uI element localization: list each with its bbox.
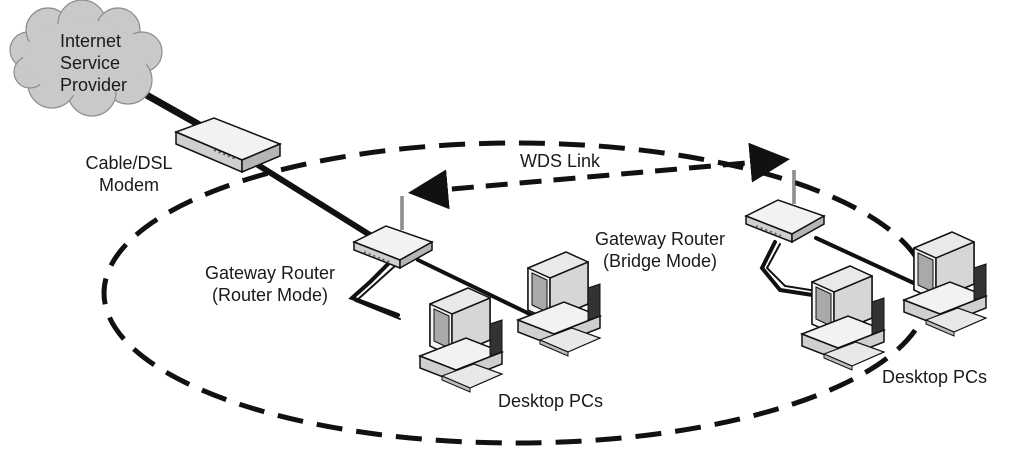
pcs-right-label: Desktop PCs [882, 367, 988, 387]
router-left-label: Gateway Router (Router Mode) [200, 262, 340, 306]
isp-label-line3: Provider [60, 75, 128, 95]
double-arrow-icon [408, 142, 790, 210]
pcs-left-label: Desktop PCs [498, 391, 604, 411]
router-icon [744, 168, 826, 244]
modem-label-line1: Cable/DSL [85, 153, 173, 173]
cloud-icon [9, 0, 163, 117]
modem-label-line2: Modem [98, 175, 160, 195]
desktop-pc-icon [903, 231, 987, 337]
modem-label: Cable/DSL Modem [84, 152, 174, 196]
desktop-pc-icon [801, 265, 885, 371]
desktop-pc-icon [419, 287, 503, 393]
router-left-line2: (Router Mode) [211, 285, 329, 305]
wds-link-label: WDS Link [520, 151, 601, 171]
isp-label-line1: Internet [60, 31, 122, 51]
router-left-line1: Gateway Router [204, 263, 336, 283]
router-right-line2: (Bridge Mode) [602, 251, 718, 271]
router-right-label: Gateway Router (Bridge Mode) [590, 228, 730, 272]
desktop-pc-icon [517, 251, 601, 357]
router-right-line1: Gateway Router [594, 229, 726, 249]
modem-icon [173, 117, 282, 174]
isp-label-line2: Service [60, 53, 121, 73]
isp-label: Internet Service Provider [60, 30, 127, 96]
